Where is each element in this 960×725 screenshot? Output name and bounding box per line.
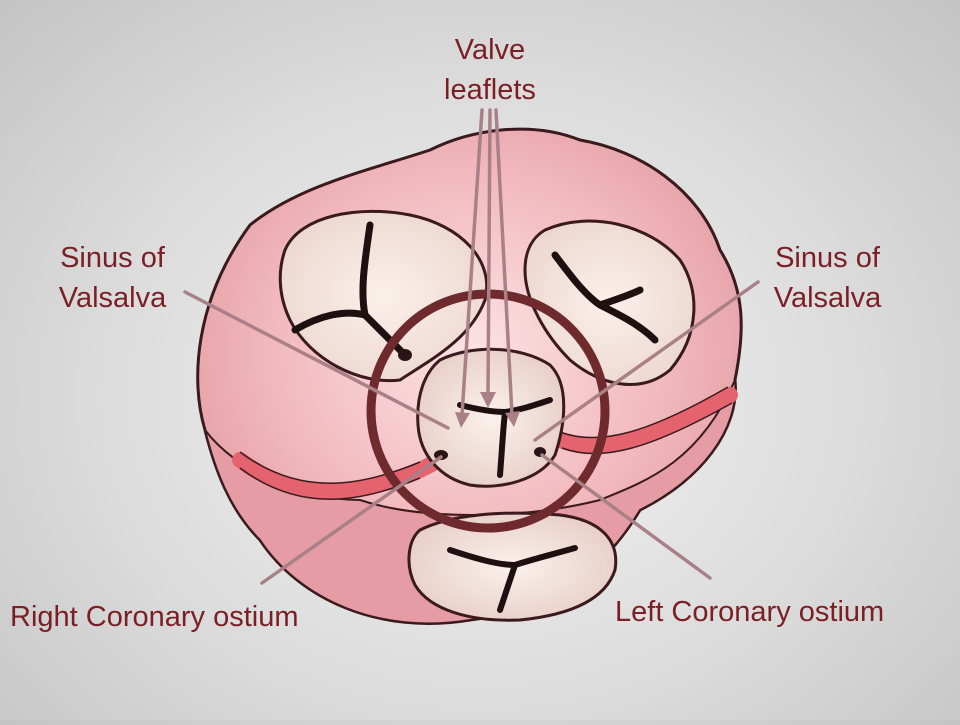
label-sinus-right: Sinus of Valsalva: [755, 238, 900, 318]
pointer-arrowheads: [455, 392, 520, 428]
tissue-lower-rim: [204, 376, 737, 625]
label-sinus-left-line2: Valsalva: [58, 282, 167, 314]
left-sinus-ostium: [398, 349, 412, 361]
label-right-coronary-ostium: Right Coronary ostium: [10, 601, 299, 633]
pointer-valve-2: [486, 108, 492, 397]
right-sinus-leaflet-seam: [551, 251, 659, 344]
label-sinus-right-line2: Valsalva: [773, 282, 882, 314]
arrowhead-valve-3: [505, 411, 520, 427]
arrowhead-valve-2: [480, 392, 496, 408]
arrowhead-valve-1: [455, 412, 470, 428]
label-sinus-left: Sinus of Valsalva: [40, 238, 185, 318]
label-valve-line2: leaflets: [444, 74, 536, 106]
valve-leaflet-seam: [457, 397, 553, 478]
aortic-valve: [416, 347, 566, 488]
pointer-valve-3: [494, 108, 514, 417]
coronary-band-outline: [239, 386, 733, 500]
pointer-sinus-right: [533, 280, 760, 442]
label-valve-line1: Valve: [454, 34, 526, 66]
label-sinus-left-line1: Sinus of: [60, 242, 165, 274]
label-sinus-right-line1: Sinus of: [775, 242, 880, 274]
pointer-right-coronary: [260, 455, 443, 585]
pointer-sinus-left: [183, 290, 450, 430]
label-left-coronary-ostium: Left Coronary ostium: [615, 596, 885, 628]
lower-valve-leaflet-seam: [447, 545, 578, 613]
left-sinus: [278, 209, 489, 383]
label-valve-leaflets: Valve leaflets: [420, 30, 560, 110]
pointer-left-coronary: [540, 453, 712, 580]
pointer-valve-1: [460, 108, 484, 417]
pointer-lines: [183, 108, 760, 585]
